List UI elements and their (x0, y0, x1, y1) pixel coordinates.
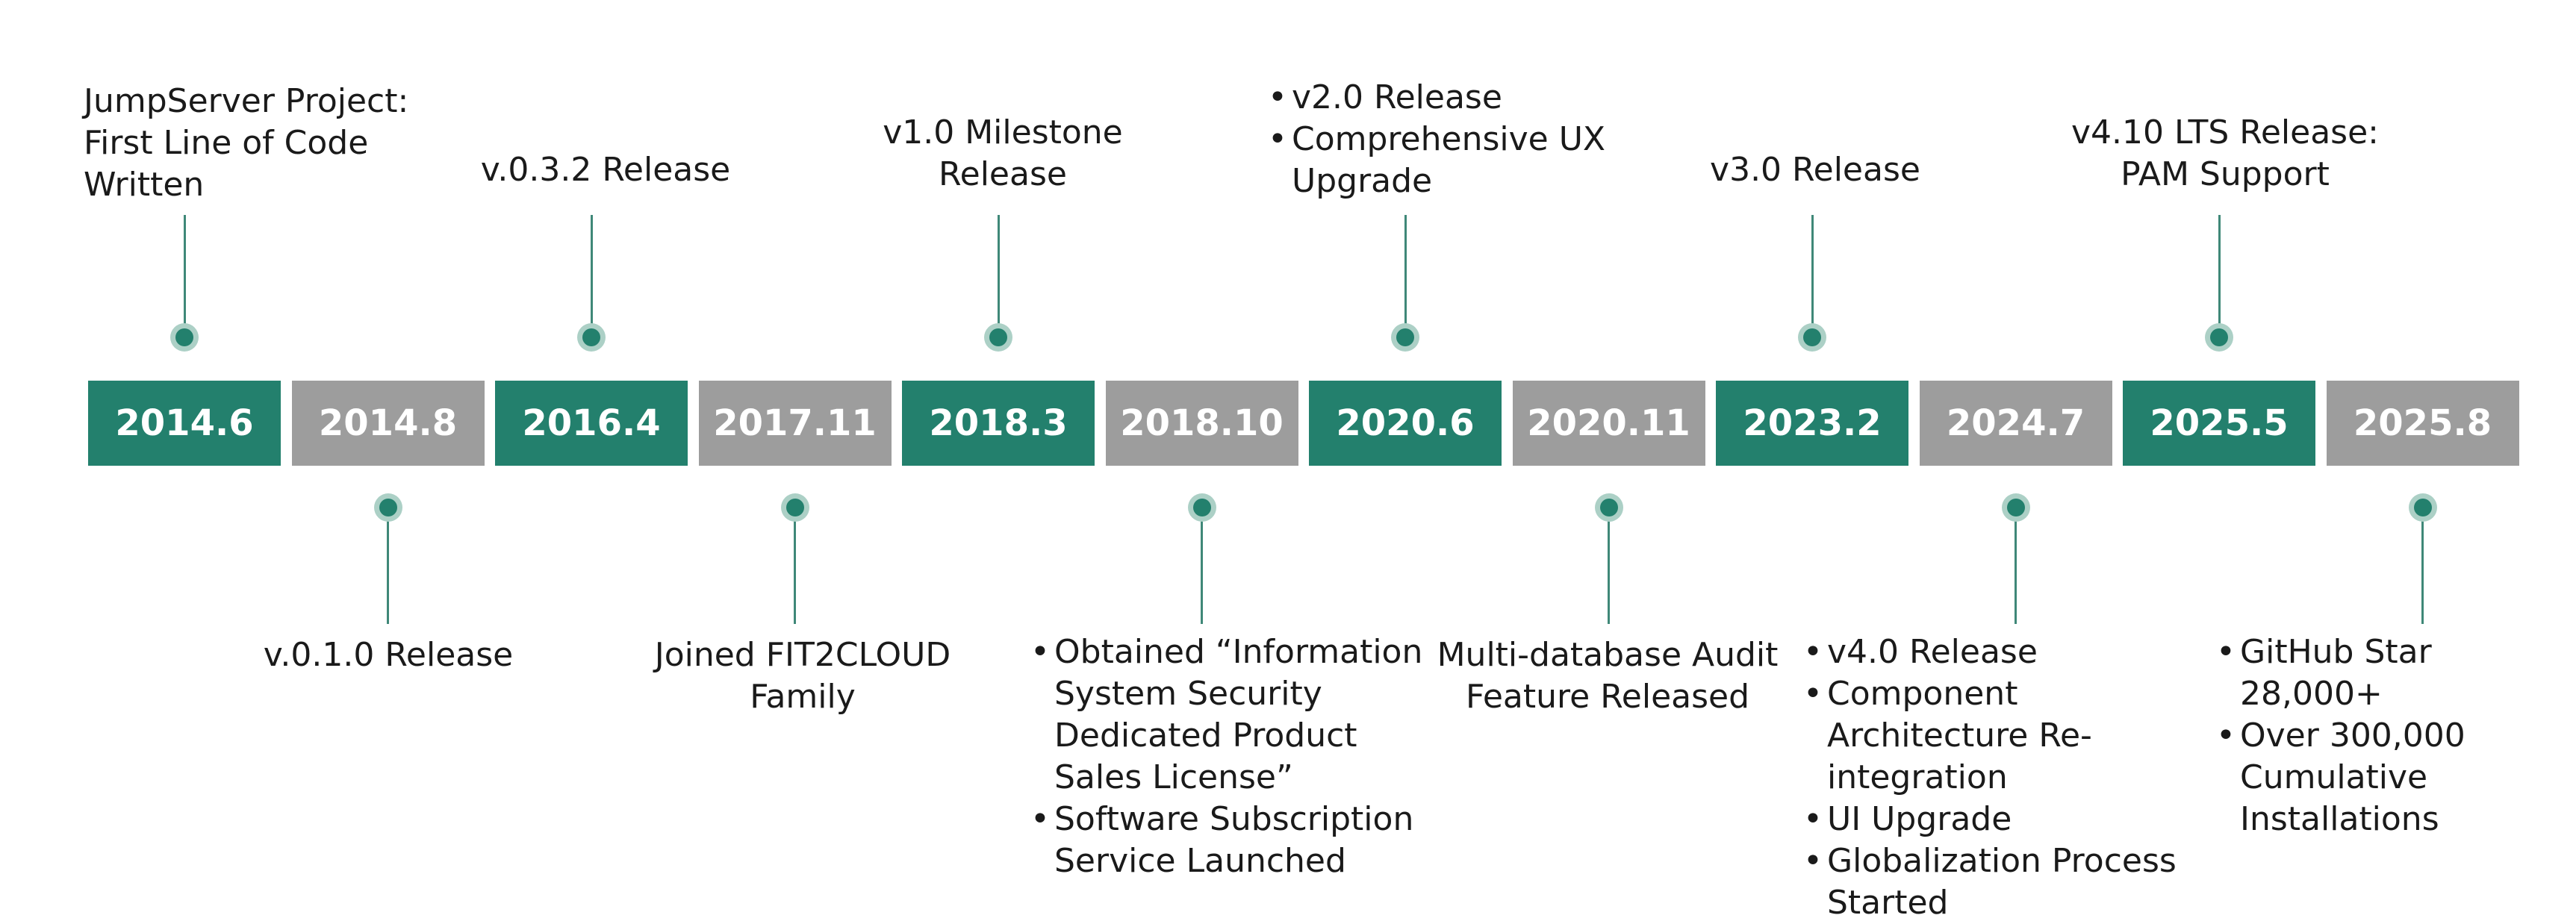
year-box-2024-7: 2024.7 (1919, 381, 2112, 466)
label-line: JumpServer Project: (84, 82, 409, 120)
label-line: Release (939, 155, 1067, 193)
connector-line (2421, 515, 2424, 624)
year-box-2018-3: 2018.3 (902, 381, 1095, 466)
milestone-label: v.0.1.0 Release (194, 634, 582, 676)
connector-line (1201, 515, 1203, 624)
label-line: v.0.3.2 Release (480, 151, 731, 189)
connector-line (590, 215, 593, 325)
milestone-label: v.0.3.2 Release (411, 149, 800, 191)
year-box-2025-5: 2025.5 (2123, 381, 2315, 466)
milestone-label: v4.0 ReleaseComponent Architecture Re-in… (1803, 631, 2221, 924)
label-line: PAM Support (2121, 155, 2330, 193)
label-line: First Line of Code (84, 124, 369, 162)
milestone-label: Joined FIT2CLOUD Family (609, 634, 997, 718)
year-box-2016-4: 2016.4 (495, 381, 688, 466)
milestone-label: v2.0 ReleaseComprehensive UX Upgrade (1268, 77, 1686, 202)
connector-line (997, 215, 1000, 325)
year-box-2025-8: 2025.8 (2326, 381, 2519, 466)
connector-line (2218, 215, 2221, 325)
bullet-item: GitHub Star 28,000+ (2216, 631, 2575, 715)
milestone-dot (379, 499, 397, 516)
year-box-2020-6: 2020.6 (1309, 381, 1502, 466)
bullet-item: Over 300,000 Cumulative Installations (2216, 715, 2575, 840)
milestone-dot (1599, 499, 1618, 516)
label-line: v3.0 Release (1710, 151, 1920, 189)
milestone-label: v3.0 Release (1621, 149, 2009, 191)
milestone-dot (1803, 328, 1821, 346)
label-line: Family (750, 678, 856, 716)
bullet-item: Obtained “Information System Security De… (1030, 631, 1449, 799)
bullet-item: v4.0 Release (1803, 631, 2221, 673)
label-line: Multi-database Audit (1437, 636, 1779, 674)
connector-line (1608, 515, 1610, 624)
label-line: Feature Released (1465, 678, 1750, 716)
milestone-label: v4.10 LTS Release:PAM Support (2031, 112, 2419, 196)
year-box-2014-8: 2014.8 (291, 381, 485, 466)
bullet-list: v2.0 ReleaseComprehensive UX Upgrade (1268, 77, 1686, 202)
connector-line (183, 215, 186, 325)
bullet-item: v2.0 Release (1268, 77, 1686, 119)
connector-line (387, 515, 389, 624)
bullet-list: GitHub Star 28,000+Over 300,000 Cumulati… (2216, 631, 2575, 840)
milestone-label: GitHub Star 28,000+Over 300,000 Cumulati… (2216, 631, 2575, 840)
milestone-dot (1396, 328, 1414, 346)
milestone-dot (2006, 499, 2025, 516)
bullet-item: Comprehensive UX Upgrade (1268, 119, 1686, 202)
connector-line (2015, 515, 2017, 624)
milestone-dot (2210, 328, 2228, 346)
milestone-dot (989, 328, 1007, 346)
label-line: Written (84, 166, 205, 204)
connector-line (1404, 215, 1407, 325)
label-line: v1.0 Milestone (883, 113, 1123, 152)
milestone-dot (582, 328, 600, 346)
bullet-item: Globalization Process Started (1803, 840, 2221, 924)
milestone-label: Obtained “Information System Security De… (1030, 631, 1449, 882)
milestone-dot (785, 499, 804, 516)
milestone-dot (175, 328, 193, 346)
connector-line (1811, 215, 1814, 325)
bullet-item: Software Subscription Service Launched (1030, 799, 1449, 882)
label-line: v.0.1.0 Release (263, 636, 514, 674)
year-box-2014-6: 2014.6 (88, 381, 281, 466)
milestone-dot (1192, 499, 1211, 516)
connector-line (794, 515, 796, 624)
bullet-list: v4.0 ReleaseComponent Architecture Re-in… (1803, 631, 2221, 924)
label-line: v4.10 LTS Release: (2071, 113, 2379, 152)
bullet-item: Component Architecture Re-integration (1803, 673, 2221, 799)
label-line: Joined FIT2CLOUD (654, 636, 951, 674)
bullet-item: UI Upgrade (1803, 799, 2221, 840)
year-box-2020-11: 2020.11 (1512, 381, 1705, 466)
bullet-list: Obtained “Information System Security De… (1030, 631, 1449, 882)
year-box-2017-11: 2017.11 (698, 381, 892, 466)
year-box-2023-2: 2023.2 (1716, 381, 1908, 466)
milestone-dot (2413, 499, 2432, 516)
year-box-2018-10: 2018.10 (1105, 381, 1298, 466)
